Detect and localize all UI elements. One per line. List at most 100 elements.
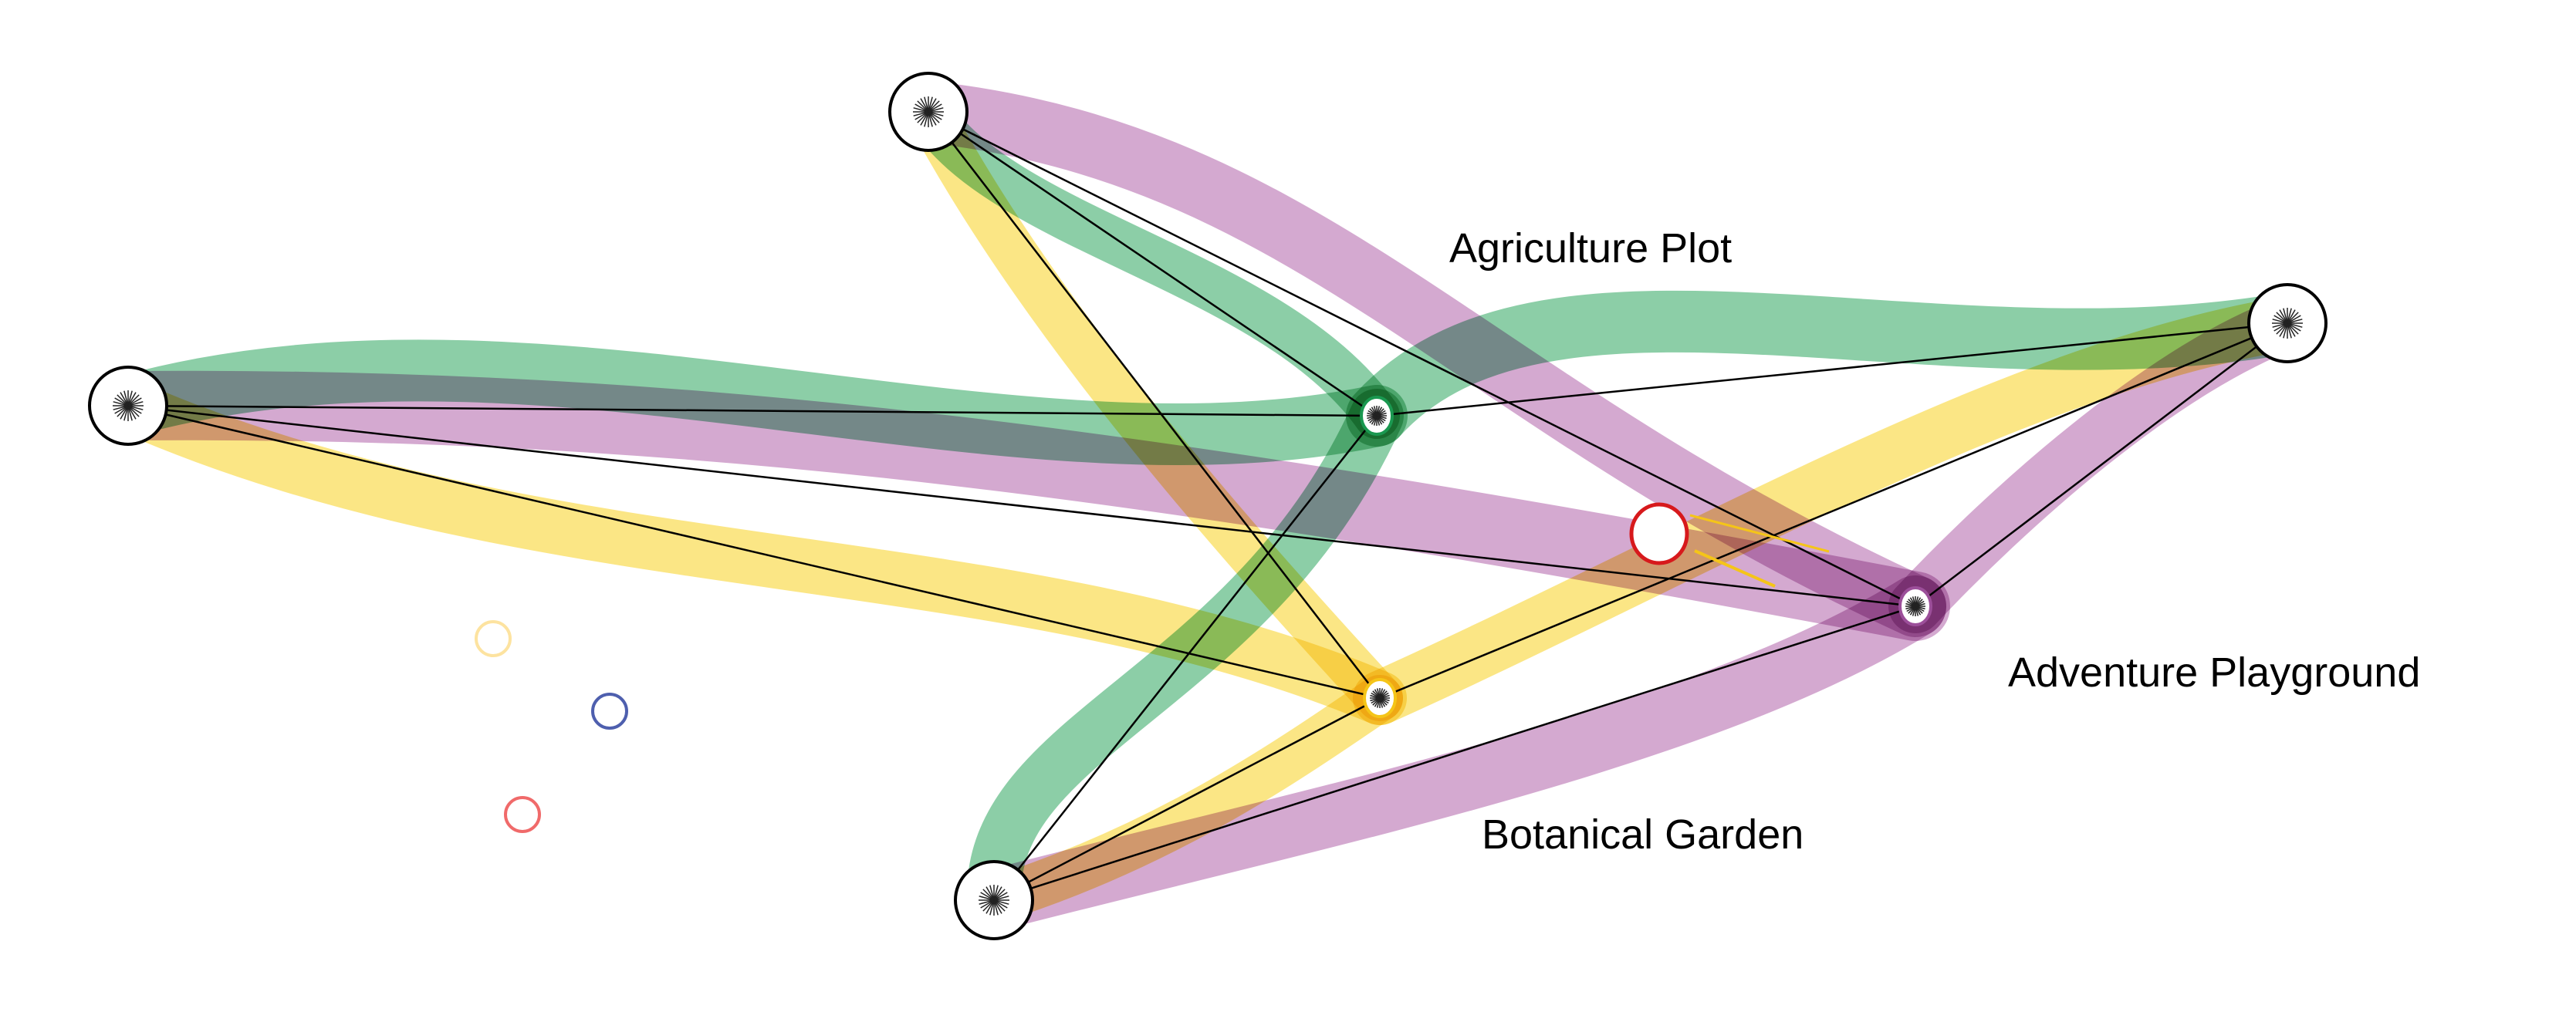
burst-ray xyxy=(989,899,995,916)
highlighted-node[interactable] xyxy=(1629,502,1689,565)
burst-ray xyxy=(985,899,995,914)
burst-ray xyxy=(924,111,929,127)
burst-ray xyxy=(2287,322,2303,328)
burst-ray xyxy=(928,107,944,113)
burst-ray xyxy=(993,886,1002,901)
burst-ray xyxy=(2276,322,2288,335)
burst-ray xyxy=(924,96,929,113)
edge-a-to-botanical xyxy=(928,111,1381,699)
burst-ray xyxy=(120,405,129,420)
burst-ray xyxy=(2287,315,2301,324)
legend-circle-yellow xyxy=(475,620,512,657)
highlight-tail xyxy=(1694,549,1776,588)
edge-a-to-agriculture xyxy=(928,110,1378,417)
burst-ray xyxy=(993,892,1008,901)
burst-ray xyxy=(2283,308,2288,324)
burst-ray xyxy=(127,397,142,406)
burst-ray xyxy=(127,405,144,410)
burst-ray xyxy=(989,885,995,901)
burst-ray xyxy=(993,899,1006,912)
burst-ray xyxy=(928,103,942,113)
burst-ray xyxy=(913,107,929,113)
burst-ray xyxy=(982,899,995,912)
highlight-tail xyxy=(1689,514,1830,553)
burst-ray xyxy=(2279,309,2288,324)
edge-d-to-agriculture xyxy=(993,415,1378,901)
edges-layer xyxy=(127,110,2288,902)
burst-ray xyxy=(113,405,129,410)
burst-ray xyxy=(2287,322,2299,335)
band-c-to-adventure xyxy=(1888,296,2314,633)
burst-ray xyxy=(120,392,129,406)
hub-node-botanical-starburst-icon xyxy=(1370,688,1390,708)
burst-ray xyxy=(985,886,995,901)
burst-ray xyxy=(928,111,937,126)
band-d-to-adventure xyxy=(963,575,1946,931)
burst-ray xyxy=(1376,412,1387,417)
burst-ray xyxy=(127,390,133,406)
edge-d-to-adventure xyxy=(993,605,1916,902)
edge-c-to-agriculture xyxy=(1376,322,2288,417)
burst-ray xyxy=(982,889,995,901)
burst-ray xyxy=(993,899,1009,905)
burst-ray xyxy=(917,111,929,123)
edge-d-to-botanical xyxy=(993,697,1381,902)
burst-ray xyxy=(2273,315,2288,324)
edge-c-to-botanical xyxy=(1379,322,2288,700)
burst-ray xyxy=(980,892,995,901)
band-b-to-botanical xyxy=(101,379,1407,725)
burst-ray xyxy=(127,405,133,421)
burst-ray xyxy=(979,899,995,905)
burst-ray xyxy=(993,896,1009,901)
burst-ray xyxy=(993,885,999,901)
burst-ray xyxy=(2287,308,2292,324)
burst-ray xyxy=(127,392,137,406)
burst-ray xyxy=(114,405,129,414)
burst-ray xyxy=(928,96,933,113)
burst-ray xyxy=(1379,694,1390,699)
burst-ray xyxy=(993,899,999,916)
burst-ray xyxy=(914,103,929,113)
edge-b-to-botanical xyxy=(127,404,1381,700)
burst-ray xyxy=(114,397,129,406)
burst-ray xyxy=(928,98,937,113)
legend-circle-blue xyxy=(591,693,628,730)
burst-ray xyxy=(2287,322,2292,339)
burst-ray xyxy=(117,405,129,417)
burst-ray xyxy=(2287,322,2301,332)
burst-ray xyxy=(127,394,140,406)
burst-ray xyxy=(2272,322,2288,328)
band-c-to-botanical xyxy=(1353,296,2314,725)
burst-ray xyxy=(993,899,1008,909)
burst-ray xyxy=(920,98,929,113)
burst-ray xyxy=(914,111,929,120)
hub-node-agriculture-starburst-icon xyxy=(1367,406,1387,426)
burst-ray xyxy=(123,390,129,406)
band-a-to-adventure xyxy=(898,81,1946,637)
bands-layer xyxy=(93,81,2318,931)
label-botanical-garden: Botanical Garden xyxy=(1482,811,1804,858)
burst-ray xyxy=(2287,319,2303,324)
burst-ray xyxy=(123,405,129,421)
label-adventure-playground: Adventure Playground xyxy=(2008,649,2420,696)
burst-ray xyxy=(980,899,995,909)
edge-b-to-agriculture xyxy=(127,404,1378,417)
burst-ray xyxy=(917,100,929,113)
burst-ray xyxy=(1915,602,1925,607)
source-node-4-starburst-icon xyxy=(979,885,1009,916)
nodes-layer xyxy=(88,72,2328,940)
burst-ray xyxy=(2273,322,2288,332)
burst-ray xyxy=(2287,322,2296,337)
burst-ray xyxy=(2279,322,2288,337)
burst-ray xyxy=(127,405,142,414)
burst-ray xyxy=(993,899,1002,914)
burst-ray xyxy=(2283,322,2288,339)
band-a-to-botanical xyxy=(905,89,1403,721)
burst-ray xyxy=(979,896,995,901)
label-agriculture-plot: Agriculture Plot xyxy=(1449,225,1732,272)
burst-ray xyxy=(117,394,129,406)
burst-ray xyxy=(127,401,144,406)
burst-ray xyxy=(913,111,929,116)
